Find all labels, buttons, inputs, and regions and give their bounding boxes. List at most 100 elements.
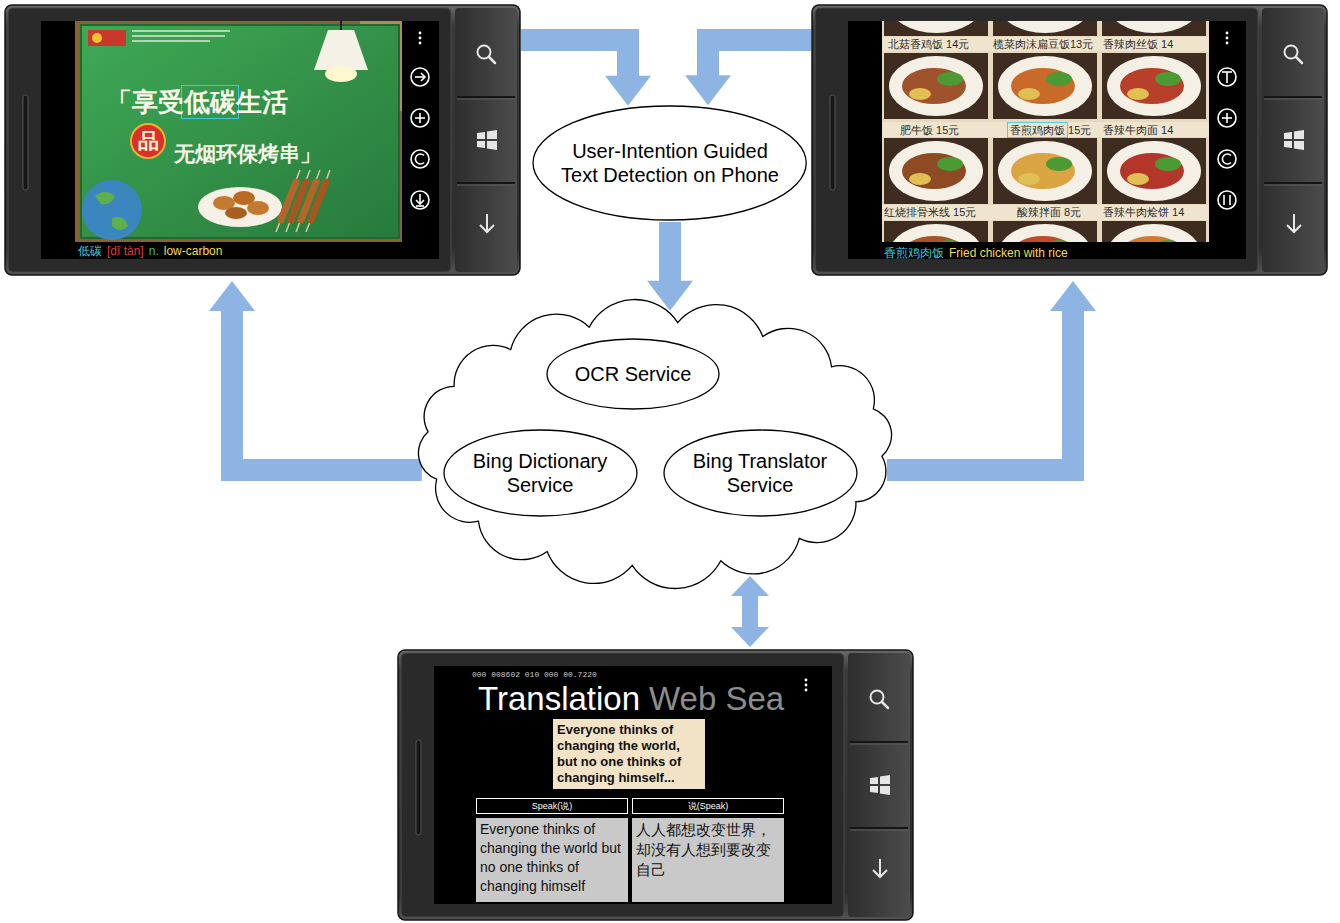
app-toolbar xyxy=(419,37,422,40)
menu-photo xyxy=(884,221,988,242)
source-text-cell: Everyone thinks of changing the world bu… xyxy=(476,818,628,902)
app-toolbar xyxy=(419,113,421,123)
translated-text-cell: 人人都想改变世界，却没有人想到要改变自己 xyxy=(632,818,784,902)
captured-text-image: Everyone thinks of changing the world, b… xyxy=(553,719,705,789)
sign-photo xyxy=(225,207,247,219)
app-toolbar xyxy=(411,32,429,209)
screen-text: [dī tàn] xyxy=(107,244,144,258)
arrow-shaft xyxy=(742,595,758,628)
label-stack: Bing Dictionary Service xyxy=(465,449,615,497)
app-toolbar xyxy=(421,73,425,81)
screen-text: 香辣牛肉烩饼 14 xyxy=(1103,206,1184,219)
app-toolbar xyxy=(411,109,429,127)
app-menu-dots xyxy=(805,689,808,692)
screen-text: 肥牛饭 15元 xyxy=(900,124,959,137)
label-area: User-Intention Guided Text Detection on … xyxy=(532,105,807,221)
menu-item: 榄菜肉沫扁豆饭13元 xyxy=(993,38,1093,51)
translation-caption: 香煎鸡肉饭Fried chicken with rice xyxy=(884,246,1068,260)
flow-arrow xyxy=(209,281,422,470)
label-area: OCR Service xyxy=(546,338,720,410)
app-toolbar xyxy=(411,150,429,168)
status-readout: 000 008602 010 000 00.7220 xyxy=(472,670,597,680)
app-toolbar xyxy=(1218,68,1236,86)
app-menu-dots xyxy=(805,684,808,687)
app-toolbar xyxy=(1226,113,1228,123)
flow-arrow xyxy=(647,222,693,311)
screen-text: 榄菜肉沫扁豆饭13元 xyxy=(993,38,1093,51)
process-ellipse: User-Intention Guided Text Detection on … xyxy=(532,105,807,221)
sign-photo xyxy=(75,21,402,242)
process-ellipse: Bing Translator Service xyxy=(663,429,858,517)
app-toolbar xyxy=(1226,37,1229,40)
arrow-shaft xyxy=(521,40,628,77)
screen-text: Speak(说) xyxy=(477,799,627,813)
app-menu-dots xyxy=(805,679,808,682)
menu-photo xyxy=(993,21,1097,36)
menu-photo xyxy=(882,21,1209,242)
node-label: Bing Translator Service xyxy=(685,449,835,497)
ellipse-outline xyxy=(444,430,637,516)
menu-item: 红烧排骨米线 15元 xyxy=(884,206,976,219)
app-toolbar xyxy=(1229,195,1231,205)
app-toolbar xyxy=(416,200,424,204)
menu-photo xyxy=(993,138,1097,204)
arrow-head xyxy=(731,627,769,647)
app-menu-dots xyxy=(805,679,808,692)
sign-photo xyxy=(131,124,165,158)
menu-photo xyxy=(884,53,988,119)
screen-text: 「享受低碳生活 xyxy=(106,86,288,118)
screen-text: 红烧排骨米线 15元 xyxy=(884,206,976,219)
label-stack: User-Intention Guided Text Detection on … xyxy=(552,139,788,187)
menu-item: 肥牛饭 15元 xyxy=(900,124,959,137)
sign-photo xyxy=(88,30,126,46)
app-toolbar xyxy=(1218,150,1236,168)
screen-text: low-carbon xyxy=(164,244,223,258)
cloud-region: OCR ServiceBing Dictionary Service Bing T… xyxy=(400,296,910,592)
arrow-shaft xyxy=(659,222,681,282)
screen-text: 低碳 xyxy=(78,244,102,258)
menu-item: 香辣牛肉烩饼 14 xyxy=(1103,206,1184,219)
app-toolbar xyxy=(1218,191,1236,209)
dictionary-caption: 低碳 [dī tàn] n. low-carbon xyxy=(78,244,222,258)
phone-screenshot: 000 008602 010 000 00.7220TranslationWeb… xyxy=(398,650,913,920)
app-toolbar xyxy=(1218,32,1236,209)
arrow-shaft xyxy=(708,40,811,76)
screen-text: 香煎鸡肉饭 xyxy=(884,246,944,260)
label-stack: Bing Translator Service xyxy=(685,449,835,497)
sign-badge: 品 xyxy=(136,128,160,154)
process-ellipse: Bing Dictionary Service xyxy=(443,429,638,517)
label-stack: OCR Service xyxy=(575,362,692,386)
menu-photo xyxy=(993,53,1097,119)
screen-text: 000 008602 010 000 00.7220 xyxy=(472,670,597,680)
flow-arrow xyxy=(731,576,769,647)
app-toolbar xyxy=(419,194,421,203)
sign-photo xyxy=(95,192,128,230)
label-area: Bing Dictionary Service xyxy=(443,429,638,517)
sign-slogan: 「享受低碳生活 xyxy=(106,86,288,118)
sign-photo xyxy=(325,66,357,82)
sign-photo xyxy=(311,182,326,220)
menu-photo xyxy=(884,21,988,36)
cloud-outline xyxy=(418,300,891,589)
flow-arrow xyxy=(521,40,651,106)
node-label: OCR Service xyxy=(575,362,692,386)
screen-text: 北菇香鸡饭 14元 xyxy=(888,38,969,51)
menu-photo xyxy=(1102,138,1206,204)
speak-button: Speak(说) xyxy=(476,798,628,814)
app-toolbar xyxy=(416,205,424,207)
app-toolbar xyxy=(1223,195,1225,205)
ellipse-outline xyxy=(533,106,806,220)
ellipse-outline xyxy=(547,339,719,409)
menu-photo xyxy=(882,37,1209,51)
screen-text: n. xyxy=(149,244,159,258)
app-toolbar xyxy=(415,154,424,164)
arrow-head xyxy=(1050,281,1096,311)
app-toolbar xyxy=(419,42,422,45)
sign-photo xyxy=(92,33,102,43)
process-ellipse: OCR Service xyxy=(546,338,720,410)
sign-photo xyxy=(82,180,142,240)
node-label: User-Intention Guided Text Detection on … xyxy=(552,139,788,187)
screen-text: 香煎鸡肉饭 15元 xyxy=(1010,124,1091,137)
sign-photo xyxy=(75,21,402,242)
menu-photo xyxy=(884,138,988,204)
